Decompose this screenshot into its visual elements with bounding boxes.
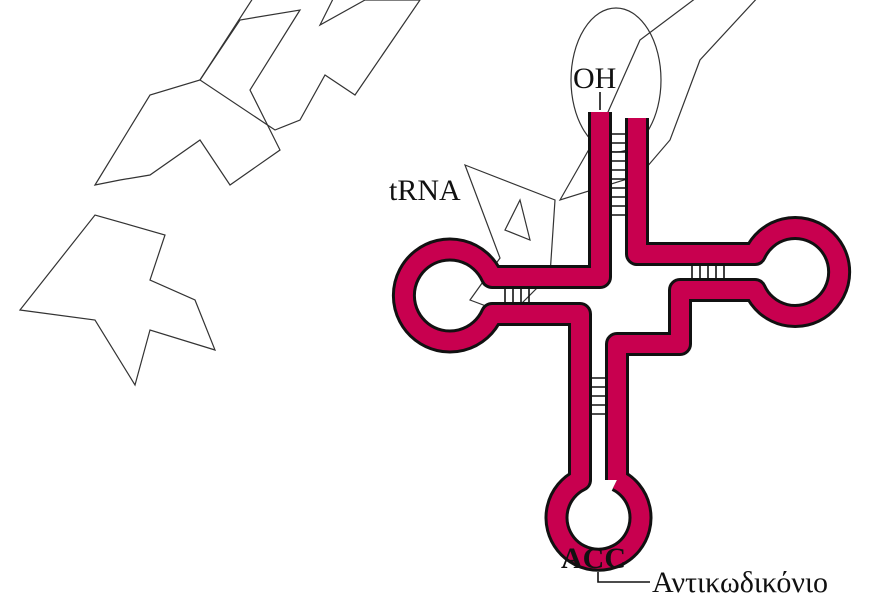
acceptor-stem-pairs xyxy=(610,133,627,216)
strand-fill-left xyxy=(394,112,650,569)
watermark-upsilon xyxy=(93,9,302,186)
three-prime-oh-label: OH xyxy=(573,62,616,95)
anticodon-term-label: Αντικωδικόνιο xyxy=(652,566,828,598)
d-arm-pairs xyxy=(504,287,530,304)
watermark-alpha xyxy=(463,163,556,316)
base-pairs xyxy=(504,133,725,415)
trna-strand xyxy=(391,112,852,572)
anticodon-arm-pairs xyxy=(590,377,607,415)
watermark-nu xyxy=(199,0,421,131)
anticodon-pointer xyxy=(597,572,650,583)
trna-label: tRNA xyxy=(389,174,461,207)
watermark-phi-stroke xyxy=(558,0,757,202)
strand-fill-right xyxy=(608,118,849,480)
t-arm-pairs xyxy=(691,264,725,280)
watermark-sigma xyxy=(18,214,217,387)
anticodon-bases-label: ACC xyxy=(561,542,626,575)
